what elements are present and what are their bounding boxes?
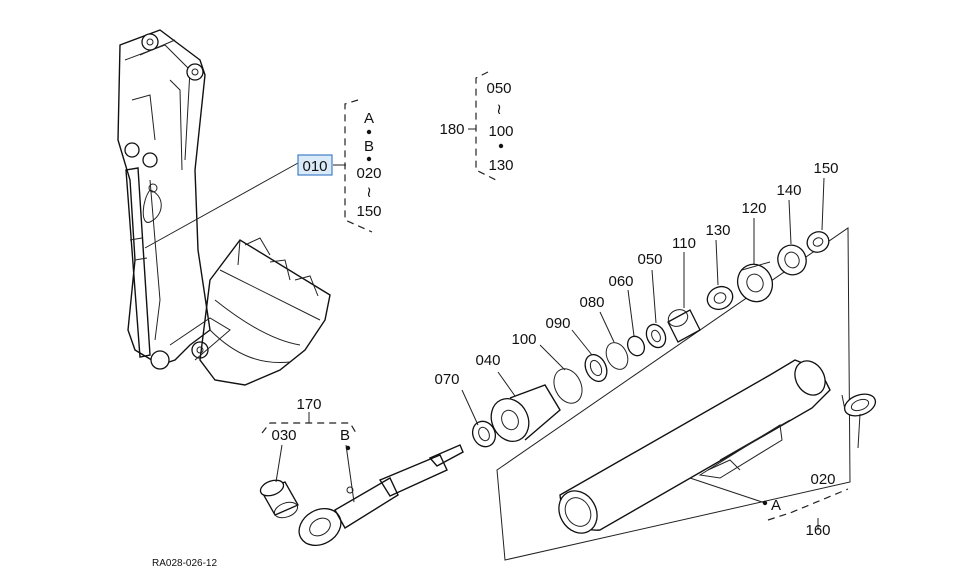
svg-text:A: A <box>364 110 374 127</box>
assembly-frame <box>496 227 851 561</box>
callout-060[interactable]: 060 <box>608 273 633 290</box>
callout-130[interactable]: 130 <box>705 222 730 239</box>
group-bracket-180: 180 050 ≀ 100 130 <box>439 71 514 181</box>
part-090-ring <box>584 353 608 383</box>
callout-140[interactable]: 140 <box>776 182 801 199</box>
group-letter-a: A <box>771 497 781 514</box>
callout-150-ref[interactable]: 150 <box>356 203 381 220</box>
part-120-piston <box>736 261 774 303</box>
part-140-ring <box>777 244 807 276</box>
callout-070[interactable]: 070 <box>434 371 459 388</box>
callout-110[interactable]: 110 <box>672 235 696 252</box>
arm-illustration <box>117 29 331 386</box>
callout-180[interactable]: 180 <box>439 121 464 138</box>
group-bracket-010: A B 020 ≀ 150 <box>344 99 382 233</box>
piston-rod <box>298 444 464 547</box>
svg-text:050: 050 <box>486 80 511 97</box>
part-050-ring <box>645 323 667 349</box>
part-060-ring <box>626 335 646 357</box>
svg-text:≀: ≀ <box>496 101 502 118</box>
callout-090[interactable]: 090 <box>545 315 570 332</box>
part-130-ring <box>706 285 734 311</box>
callout-040[interactable]: 040 <box>475 352 500 369</box>
callout-150[interactable]: 150 <box>813 160 838 177</box>
callout-030[interactable]: 030 <box>271 427 296 444</box>
diagram-id: RA028-026-12 <box>152 558 217 569</box>
leader-lines <box>275 177 861 506</box>
callout-020[interactable]: 020 <box>810 471 835 488</box>
svg-text:130: 130 <box>488 157 513 174</box>
callout-010[interactable]: 010 <box>297 154 333 176</box>
part-030-bushing <box>259 479 299 519</box>
callout-080[interactable]: 080 <box>579 294 604 311</box>
svg-text:B: B <box>364 138 374 155</box>
svg-text:100: 100 <box>488 123 513 140</box>
callout-050[interactable]: 050 <box>637 251 662 268</box>
callout-160[interactable]: 160 <box>805 522 830 539</box>
part-020-bushing <box>841 393 877 417</box>
callout-120[interactable]: 120 <box>741 200 766 217</box>
callout-020-ref[interactable]: 020 <box>356 165 381 182</box>
callout-170[interactable]: 170 <box>296 396 321 413</box>
part-150-nut <box>806 231 830 253</box>
cylinder-tube <box>558 359 831 534</box>
part-100-oring <box>553 368 583 404</box>
part-040-head <box>490 384 561 442</box>
callout-100[interactable]: 100 <box>511 331 536 348</box>
svg-text:≀: ≀ <box>366 184 372 201</box>
part-080-oring <box>605 342 629 370</box>
svg-text:010: 010 <box>302 158 327 175</box>
callout-labels: 070 040 100 090 080 060 050 110 130 120 … <box>271 160 838 539</box>
group-letter-b: B <box>340 427 350 444</box>
part-110-collar <box>667 309 701 343</box>
